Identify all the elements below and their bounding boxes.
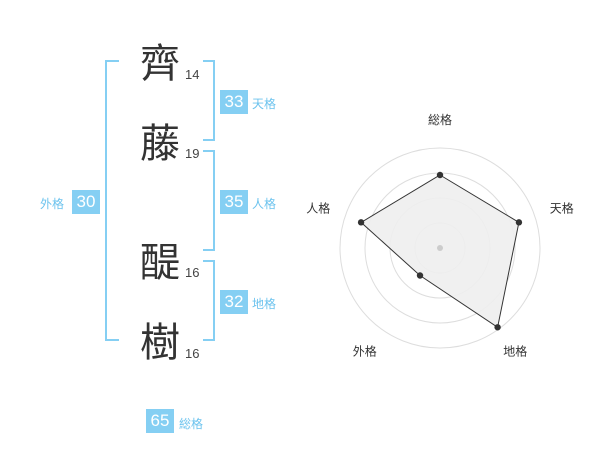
chikaku-value-badge: 32 [220, 290, 248, 314]
radar-data-area [360, 174, 520, 329]
radar-point-2 [515, 219, 523, 226]
gaikaku-label: 外格 [40, 197, 65, 211]
stroke-count-3: 16 [185, 265, 200, 280]
chikaku-bracket [203, 260, 215, 341]
tenkaku-label: 天格 [252, 97, 277, 111]
stroke-count-4: 16 [185, 346, 200, 361]
radar-axis-label-2: 天格 [550, 200, 574, 215]
tenkaku-value-badge: 33 [220, 90, 248, 114]
chikaku-label: 地格 [252, 297, 277, 311]
radar-point-3 [494, 324, 501, 331]
gaikaku-bracket [105, 60, 119, 341]
jinkaku-bracket [203, 150, 215, 251]
name-char-3: 醍 [140, 240, 180, 286]
radar-axis-label-3: 地格 [503, 344, 527, 359]
jinkaku-value-badge: 35 [220, 190, 248, 214]
radar-axis-label-5: 人格 [306, 200, 330, 215]
soukaku-value-badge: 65 [146, 409, 174, 433]
name-char-4: 樹 [140, 320, 180, 366]
tenkaku-bracket [203, 60, 215, 141]
radar-axis-label-4: 外格 [353, 344, 377, 359]
stroke-count-2: 19 [185, 146, 200, 161]
radar-point-4 [416, 272, 424, 279]
radar-grid-ring [339, 147, 541, 349]
name-char-1: 齊 [140, 41, 180, 87]
radar-point-1 [436, 171, 444, 179]
jinkaku-label: 人格 [252, 197, 277, 211]
radar-center-dot [437, 245, 443, 251]
gaikaku-value-badge: 30 [72, 190, 100, 214]
radar-axis-label-1: 総格 [428, 112, 452, 127]
name-char-2: 藤 [140, 121, 180, 167]
radar-point-5 [357, 219, 365, 226]
stroke-count-1: 14 [185, 67, 200, 82]
soukaku-label: 総格 [179, 417, 204, 431]
